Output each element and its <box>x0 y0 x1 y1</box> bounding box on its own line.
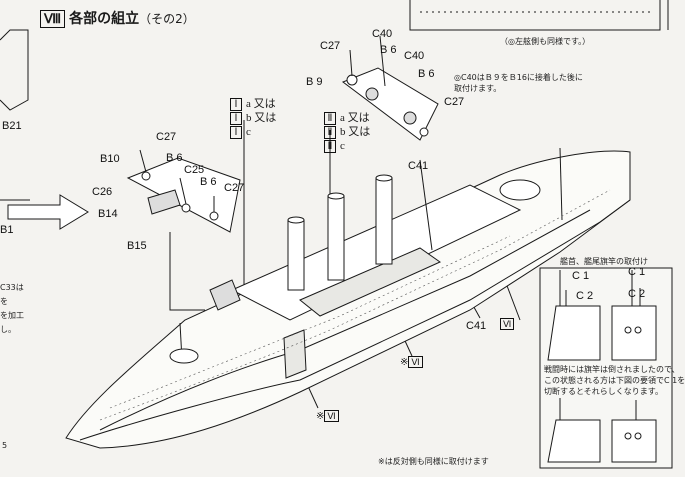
part-label: C27 <box>224 182 245 194</box>
part-label: C26 <box>92 186 113 198</box>
part-label: B 6 <box>200 176 217 188</box>
bottom-note: ※は反対側も同様に取付けます <box>378 457 489 466</box>
part-label: B14 <box>98 208 118 220</box>
part-label: C25 <box>184 164 205 176</box>
part-label: B 6 <box>166 152 183 164</box>
part-label: B 6 <box>380 44 397 56</box>
part-label: B10 <box>100 153 120 165</box>
part-label: B 9 <box>306 76 323 88</box>
section-subtitle: （その2） <box>139 12 195 26</box>
part-label: C27 <box>444 96 465 108</box>
c40-note: ◎C40はＢ９をＢ16に接着した後に 取付けます。 <box>454 73 583 93</box>
part-label: B15 <box>127 240 147 252</box>
part-label: C41 <box>408 160 429 172</box>
part-label: C41 <box>466 320 487 332</box>
edge-text: 5 <box>2 441 8 450</box>
edge-text: し。 <box>0 325 16 334</box>
inset-label: C 1 <box>572 270 590 282</box>
part-label: C27 <box>320 40 341 52</box>
reference-mark: ※Ⅵ <box>400 356 423 368</box>
inset-title: 艦首、艦尾旗竿の取付け <box>560 257 648 266</box>
section-title-text: 各部の組立 <box>69 11 140 27</box>
inset-note: 戦闘時には旗竿は倒されましたので、 この状態される方は下図の要領でC 1を 切断… <box>544 365 685 396</box>
reference-mark: ※Ⅵ <box>316 410 339 422</box>
edge-text: C33は <box>0 283 24 292</box>
part-label: B 6 <box>418 68 435 80</box>
inset-label: C 1 <box>628 266 646 278</box>
edge-text: B1 <box>0 224 14 236</box>
part-label: C40 <box>404 50 425 62</box>
edge-text: を <box>0 297 8 306</box>
reference-mark: Ⅵ <box>500 318 515 330</box>
part-label: C27 <box>156 131 177 143</box>
section-number: Ⅷ <box>40 10 66 28</box>
inset-label: C 2 <box>628 288 646 300</box>
inset-label: C 2 <box>576 290 594 302</box>
port-side-note: （◎左舷側も同様です。） <box>500 37 591 46</box>
edge-text: B21 <box>2 120 22 132</box>
edge-text: を加工 <box>0 311 24 320</box>
part-label: C40 <box>372 28 393 40</box>
